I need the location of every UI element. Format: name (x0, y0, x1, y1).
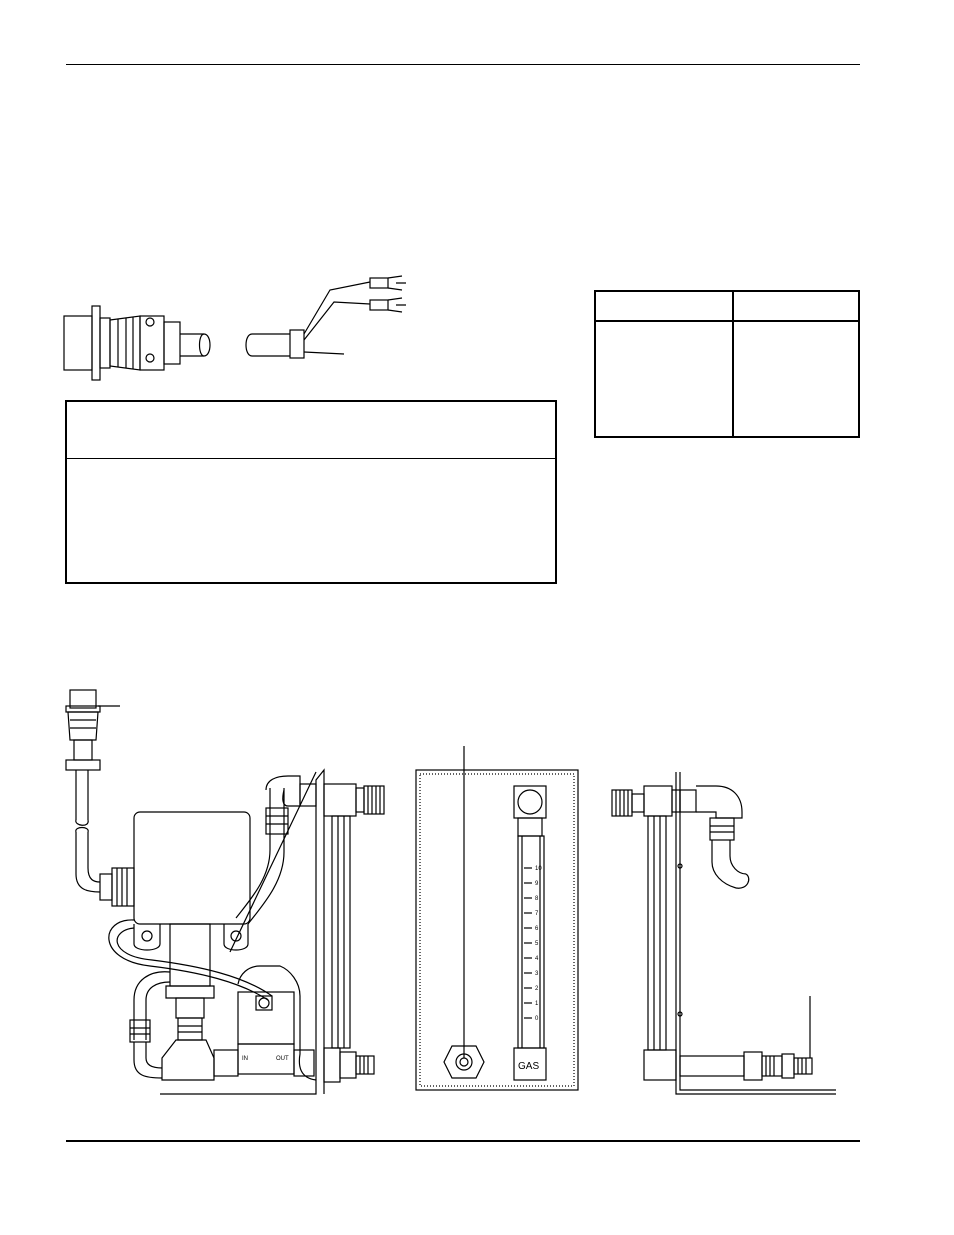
front-flowmeter-view (415, 746, 579, 1091)
note-box (65, 400, 557, 584)
flowmeter-scale-2: 2 (535, 986, 539, 992)
left-assembly-view (65, 689, 385, 1095)
flowmeter-scale-4: 4 (535, 956, 539, 962)
gas-label: GAS (518, 1061, 539, 1072)
right-side-view (611, 772, 836, 1095)
spec-table-header-divider (596, 320, 858, 322)
note-box-divider (67, 458, 555, 459)
flowmeter-scale-9: 9 (535, 881, 539, 887)
spec-table-column-divider (732, 292, 734, 436)
flowmeter-scale-7: 7 (535, 911, 539, 917)
flowmeter-scale-8: 8 (535, 896, 539, 902)
header-rule (66, 64, 860, 65)
flowmeter-scale-0: 0 (535, 1016, 539, 1022)
flowmeter-scale-6: 6 (535, 926, 539, 932)
flowmeter-scale-3: 3 (535, 971, 539, 977)
footer-rule (66, 1140, 860, 1142)
flowmeter-scale-10: 10 (535, 866, 542, 872)
valve-out-label: OUT (276, 1056, 289, 1062)
spec-table (594, 290, 860, 438)
valve-in-label: IN (242, 1056, 248, 1062)
flowmeter-scale-5: 5 (535, 941, 539, 947)
flowmeter-scale-1: 1 (535, 1001, 539, 1007)
cable-connector-illustration (63, 275, 406, 381)
